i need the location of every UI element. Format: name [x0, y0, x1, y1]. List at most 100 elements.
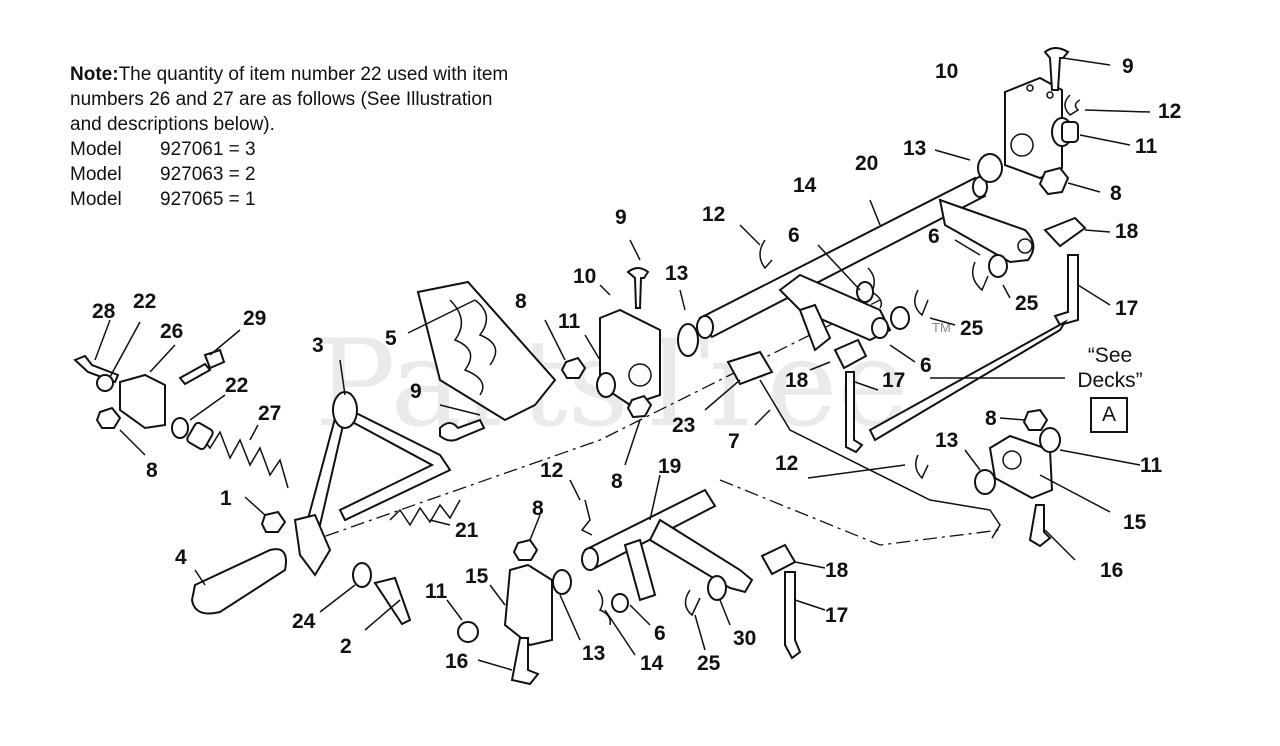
callout-11b: 11 — [558, 310, 581, 333]
callout-4: 4 — [175, 546, 187, 569]
bracket-15-lower — [503, 563, 553, 647]
model-label: Model — [70, 139, 122, 160]
clip-25-lower — [684, 589, 701, 617]
callout-14: 14 — [793, 174, 817, 197]
pin-18-lower — [760, 543, 797, 576]
callout-26: 26 — [160, 320, 183, 343]
clip-25-mid — [914, 289, 929, 317]
centerline-1 — [299, 299, 881, 546]
callout-25c: 25 — [697, 652, 721, 675]
callout-28: 28 — [92, 300, 116, 323]
washer-22-upper — [96, 374, 114, 392]
washer-13-lower — [552, 569, 572, 595]
callout-10b: 10 — [573, 265, 596, 288]
washer-25-mid — [890, 306, 910, 330]
washer-6-right — [988, 254, 1008, 278]
callout-22b: 22 — [225, 374, 248, 397]
lever-3 — [293, 391, 452, 577]
callout-8e: 8 — [611, 470, 623, 493]
callout-12: 12 — [1158, 100, 1181, 123]
callout-24: 24 — [292, 610, 316, 633]
callout-9b: 9 — [615, 206, 627, 229]
bushing-11-right — [1039, 427, 1061, 453]
nut-1 — [260, 510, 287, 533]
washer-30 — [707, 575, 727, 601]
see-decks-line-2: Decks” — [1077, 369, 1143, 392]
callout-12d: 12 — [540, 459, 563, 482]
bolt-2 — [373, 576, 412, 626]
note-line-2: numbers 26 and 27 are as follows (See Il… — [70, 89, 493, 110]
callout-8d: 8 — [985, 407, 997, 430]
washer-13-right — [974, 469, 996, 495]
callout-6: 6 — [788, 224, 800, 247]
callout-16b: 16 — [1100, 559, 1123, 582]
callout-11c: 11 — [1140, 454, 1163, 477]
rod-17-right — [868, 319, 1068, 442]
bolt-9-center — [626, 267, 650, 309]
centerline-2 — [719, 479, 1001, 546]
callout-20: 20 — [855, 152, 878, 175]
model-value: 927065 = 1 — [160, 189, 256, 210]
bolt-9-left — [439, 418, 486, 442]
callout-17b: 17 — [882, 369, 905, 392]
callout-6d: 6 — [654, 622, 666, 645]
nut-8-center — [560, 356, 587, 379]
callout-3: 3 — [312, 334, 324, 357]
callout-23: 23 — [672, 414, 695, 437]
note-block: Note:The quantity of item number 22 used… — [70, 62, 508, 212]
callout-17c: 17 — [825, 604, 848, 627]
callout-16: 16 — [445, 650, 468, 673]
link-rod-7 — [759, 379, 1001, 539]
model-label: Model — [70, 164, 122, 185]
callout-18b: 18 — [785, 369, 809, 392]
nut-8-lower — [512, 538, 539, 561]
see-decks-line-1: “See — [1087, 344, 1133, 367]
bracket-26 — [119, 373, 166, 430]
trademark: TM — [932, 320, 951, 335]
model-value: 927063 = 2 — [160, 164, 256, 185]
callout-13b: 13 — [665, 262, 688, 285]
callout-21: 21 — [455, 519, 479, 542]
callout-25b: 25 — [960, 317, 984, 340]
callout-1: 1 — [220, 487, 232, 510]
spring-23 — [726, 350, 774, 386]
pin-18-middle — [833, 338, 868, 370]
pedal-5 — [416, 280, 557, 422]
callout-10: 10 — [935, 60, 958, 83]
callout-labels: 9 10 12 11 8 13 20 14 6 18 6 25 17 25 6 … — [92, 55, 1181, 675]
callout-5: 5 — [385, 327, 397, 350]
bracket-10-upper — [1004, 76, 1063, 180]
shaft-19 — [581, 488, 754, 602]
clip-14-lower — [597, 589, 612, 626]
callout-8: 8 — [1110, 182, 1122, 205]
callout-27: 27 — [258, 402, 281, 425]
callout-15b: 15 — [465, 565, 489, 588]
nut-8-center-lower — [626, 394, 653, 419]
bolt-29 — [178, 348, 226, 386]
callout-18: 18 — [1115, 220, 1139, 243]
callout-9c: 9 — [410, 380, 422, 403]
nut-8-left — [95, 406, 122, 429]
washer-6-top — [856, 281, 874, 303]
bolt-16-lower — [510, 637, 540, 686]
clip-25-top — [971, 261, 989, 292]
reference-box-a: A — [1090, 397, 1128, 433]
callout-22: 22 — [133, 290, 156, 313]
spring-27 — [199, 430, 289, 489]
callout-11d: 11 — [425, 580, 448, 603]
note-text-1: The quantity of item number 22 used with… — [118, 64, 509, 85]
callout-6c: 6 — [920, 354, 932, 377]
callout-12c: 12 — [775, 452, 798, 475]
pin-18-upper — [1043, 216, 1087, 248]
callout-12b: 12 — [702, 203, 725, 226]
spring-21 — [389, 499, 461, 527]
leader-lines — [94, 57, 1151, 671]
model-value: 927061 = 3 — [160, 139, 256, 160]
washer-24 — [352, 562, 372, 588]
callout-18c: 18 — [825, 559, 849, 582]
callout-17: 17 — [1115, 297, 1138, 320]
shaft-plate — [778, 273, 892, 352]
callout-13: 13 — [903, 137, 926, 160]
